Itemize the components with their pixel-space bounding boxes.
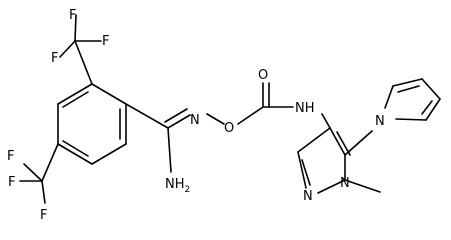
pyrrole-nitrogen-label: N (375, 114, 385, 129)
benzene-ring (57, 83, 127, 165)
amidine-nh2-label: NH2 (165, 177, 190, 195)
linker-oxygen-label: O (224, 121, 234, 136)
pyrazole-nitrogen-label: N (340, 176, 350, 191)
pyrrole-ring (344, 78, 441, 156)
fluorine-label: F (7, 149, 14, 164)
amidine-subscript: 2 (185, 185, 191, 195)
carbonyl-oxygen-label: O (258, 68, 268, 83)
fluorine-label: F (8, 175, 15, 190)
amidine-nh-text: NH (165, 177, 185, 192)
fluorine-label: F (51, 51, 58, 66)
fluorine-label: F (102, 34, 109, 49)
pyrazole-ring (297, 127, 381, 194)
fluorine-label: F (69, 8, 76, 23)
cf3-bottom (19, 143, 59, 204)
cf3-top (59, 14, 102, 85)
pyrazole-nitrogen-label: N (303, 189, 313, 204)
imine-nitrogen-label: N (190, 113, 200, 128)
atom-labels: F F F F F F N O O NH NH2 N N N (7, 8, 385, 223)
chemical-structure: F F F F F F N O O NH NH2 N N N (7, 8, 441, 223)
amidine-linker (125, 82, 331, 173)
fluorine-label: F (40, 208, 47, 223)
carbamate-nh-label: NH (295, 101, 315, 116)
